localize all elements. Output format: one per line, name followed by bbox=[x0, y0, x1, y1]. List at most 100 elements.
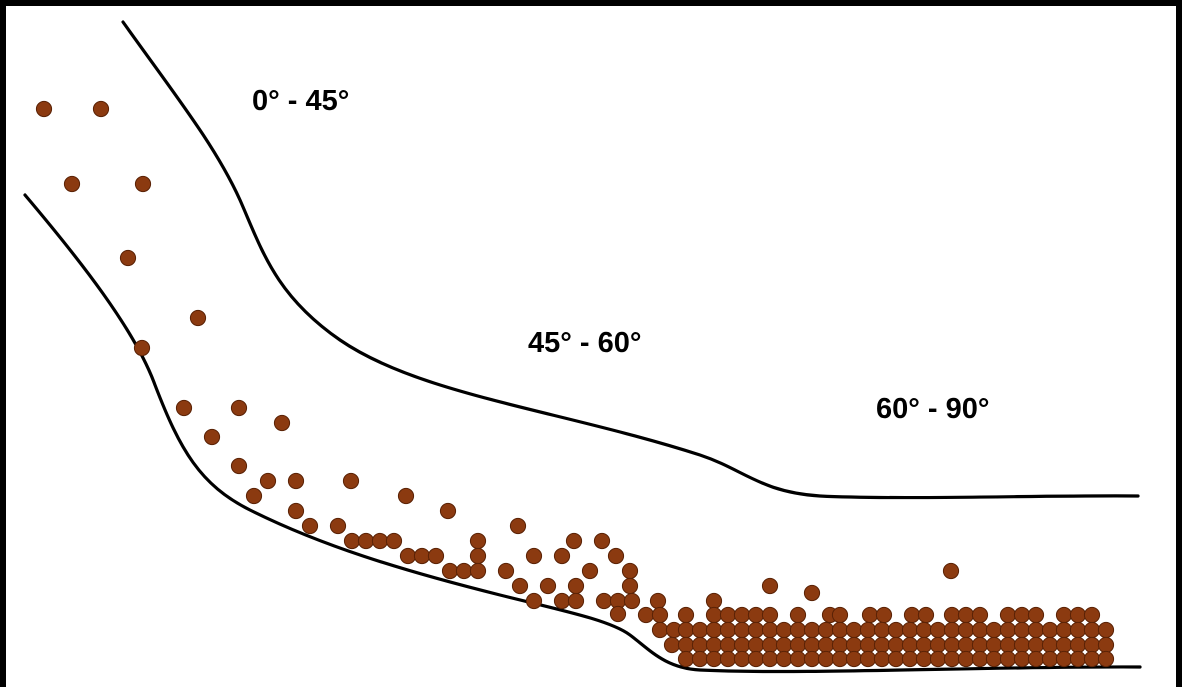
grain-dot bbox=[747, 621, 765, 639]
grain-dot bbox=[747, 650, 765, 668]
grain-dot bbox=[439, 502, 457, 520]
grain-dot bbox=[859, 650, 877, 668]
grain-dot bbox=[901, 650, 919, 668]
zone-label-upper: 0° - 45° bbox=[252, 85, 349, 117]
grain-dot bbox=[705, 636, 723, 654]
grain-dot bbox=[845, 650, 863, 668]
grain-dot bbox=[92, 100, 110, 118]
grain-dot bbox=[901, 636, 919, 654]
lower-boundary-line bbox=[23, 193, 1142, 674]
grain-dot bbox=[845, 621, 863, 639]
grain-dot bbox=[915, 650, 933, 668]
grain-dot bbox=[259, 472, 277, 490]
grain-dot bbox=[719, 606, 737, 624]
grain-dot bbox=[719, 650, 737, 668]
grain-dot bbox=[455, 562, 473, 580]
grain-dot bbox=[873, 650, 891, 668]
grain-dot bbox=[887, 621, 905, 639]
grain-dot bbox=[342, 472, 360, 490]
grain-dot bbox=[957, 621, 975, 639]
grain-dot bbox=[929, 636, 947, 654]
grain-dot bbox=[175, 399, 193, 417]
grain-dot bbox=[649, 592, 667, 610]
grain-dot bbox=[873, 636, 891, 654]
grain-dot bbox=[859, 636, 877, 654]
grain-dot bbox=[1013, 621, 1031, 639]
grain-dot bbox=[859, 621, 877, 639]
grain-dot bbox=[733, 621, 751, 639]
grain-dot bbox=[747, 636, 765, 654]
grain-dot bbox=[719, 621, 737, 639]
grain-dot bbox=[133, 339, 151, 357]
grain-dot bbox=[943, 606, 961, 624]
grain-dot bbox=[1083, 621, 1101, 639]
grain-dot bbox=[134, 175, 152, 193]
zone-label-lower: 60° - 90° bbox=[876, 393, 989, 425]
grain-dot bbox=[189, 309, 207, 327]
grain-dot bbox=[943, 621, 961, 639]
grain-dot bbox=[357, 532, 375, 550]
grain-dot bbox=[273, 414, 291, 432]
grain-dot bbox=[567, 577, 585, 595]
grain-dot bbox=[593, 532, 611, 550]
grain-dot bbox=[705, 650, 723, 668]
grain-dot bbox=[817, 621, 835, 639]
grain-dot bbox=[957, 636, 975, 654]
grain-dot bbox=[691, 636, 709, 654]
grain-dot bbox=[985, 636, 1003, 654]
grain-dot bbox=[553, 547, 571, 565]
grain-dot bbox=[525, 547, 543, 565]
grain-dot bbox=[651, 621, 669, 639]
grain-dot bbox=[1083, 636, 1101, 654]
grain-dot bbox=[733, 636, 751, 654]
grain-dot bbox=[1069, 650, 1087, 668]
grain-dot bbox=[637, 606, 655, 624]
grain-dot bbox=[595, 592, 613, 610]
grain-dot bbox=[803, 636, 821, 654]
grain-dot bbox=[789, 606, 807, 624]
grain-dot bbox=[971, 621, 989, 639]
grain-dot bbox=[525, 592, 543, 610]
grain-dot bbox=[1055, 621, 1073, 639]
grain-dot bbox=[1069, 636, 1087, 654]
grain-dot bbox=[427, 547, 445, 565]
grain-dot bbox=[1041, 636, 1059, 654]
grain-dot bbox=[719, 636, 737, 654]
grain-dot bbox=[789, 650, 807, 668]
grain-dot bbox=[901, 621, 919, 639]
grain-dot bbox=[1013, 606, 1031, 624]
grain-dot bbox=[705, 592, 723, 610]
grain-dot bbox=[329, 517, 347, 535]
grain-dot bbox=[971, 650, 989, 668]
grain-dot bbox=[887, 636, 905, 654]
grain-dot bbox=[1027, 606, 1045, 624]
grain-dot bbox=[1083, 650, 1101, 668]
grain-dot bbox=[691, 621, 709, 639]
grain-dot bbox=[761, 650, 779, 668]
grain-dot bbox=[509, 517, 527, 535]
grain-dot bbox=[385, 532, 403, 550]
grain-dot bbox=[761, 606, 779, 624]
grain-dot bbox=[1055, 606, 1073, 624]
grain-dot bbox=[943, 636, 961, 654]
grain-dot bbox=[677, 636, 695, 654]
grain-dot bbox=[469, 562, 487, 580]
grain-dot bbox=[539, 577, 557, 595]
grain-dot bbox=[581, 562, 599, 580]
grain-dot bbox=[677, 650, 695, 668]
grain-dot bbox=[119, 249, 137, 267]
grain-dot bbox=[985, 650, 1003, 668]
grain-dot bbox=[971, 606, 989, 624]
grain-dot bbox=[873, 621, 891, 639]
grain-dot bbox=[957, 650, 975, 668]
grain-dot bbox=[245, 487, 263, 505]
grain-dot bbox=[915, 621, 933, 639]
grain-dot bbox=[1097, 621, 1115, 639]
grain-dot bbox=[861, 606, 879, 624]
grain-dot bbox=[1083, 606, 1101, 624]
grain-dot bbox=[1055, 636, 1073, 654]
grain-dot bbox=[691, 650, 709, 668]
grain-dot bbox=[845, 636, 863, 654]
grain-dots bbox=[35, 100, 1115, 668]
